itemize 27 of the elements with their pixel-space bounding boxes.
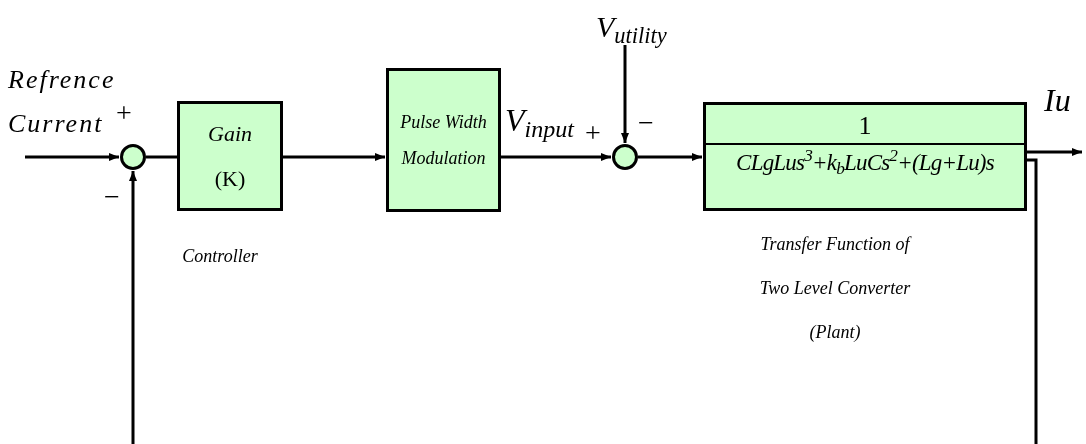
signal-arrow [621, 45, 629, 143]
signal-arrow [1027, 148, 1082, 156]
signal-arrow [129, 158, 1038, 444]
signal-label: + [585, 116, 601, 150]
signal-label: Refrence Current [8, 64, 116, 140]
numerator: 1 [858, 110, 872, 142]
signal-arrow [283, 153, 385, 161]
block [177, 101, 283, 211]
signal-label: V$_{input}$ [505, 101, 574, 144]
summing-junction [612, 144, 638, 170]
block-label: (K) [214, 165, 246, 193]
signal-arrow [25, 153, 119, 161]
block-caption: Transfer Function of Two Level Converter (Plant) [758, 233, 913, 344]
denominator: CLgLus$^{3}$+k$_{b}$LuCs$^{2}$+(Lg+Lu)s [736, 145, 994, 181]
block-caption: Controller [181, 245, 259, 268]
signal-name: Iu [1044, 81, 1072, 120]
block-label: Pulse Width Modulation [399, 111, 488, 170]
block-label: Gain [208, 120, 252, 148]
signal-label: + [116, 96, 132, 130]
block [386, 68, 501, 212]
signal-name: V$_{utility}$ [596, 9, 668, 49]
signal-arrow [638, 153, 702, 161]
block [703, 102, 1027, 211]
signal-label: − [638, 106, 654, 140]
signal-arrow [501, 153, 611, 161]
signal-label: − [104, 180, 120, 214]
summing-junction [120, 144, 146, 170]
